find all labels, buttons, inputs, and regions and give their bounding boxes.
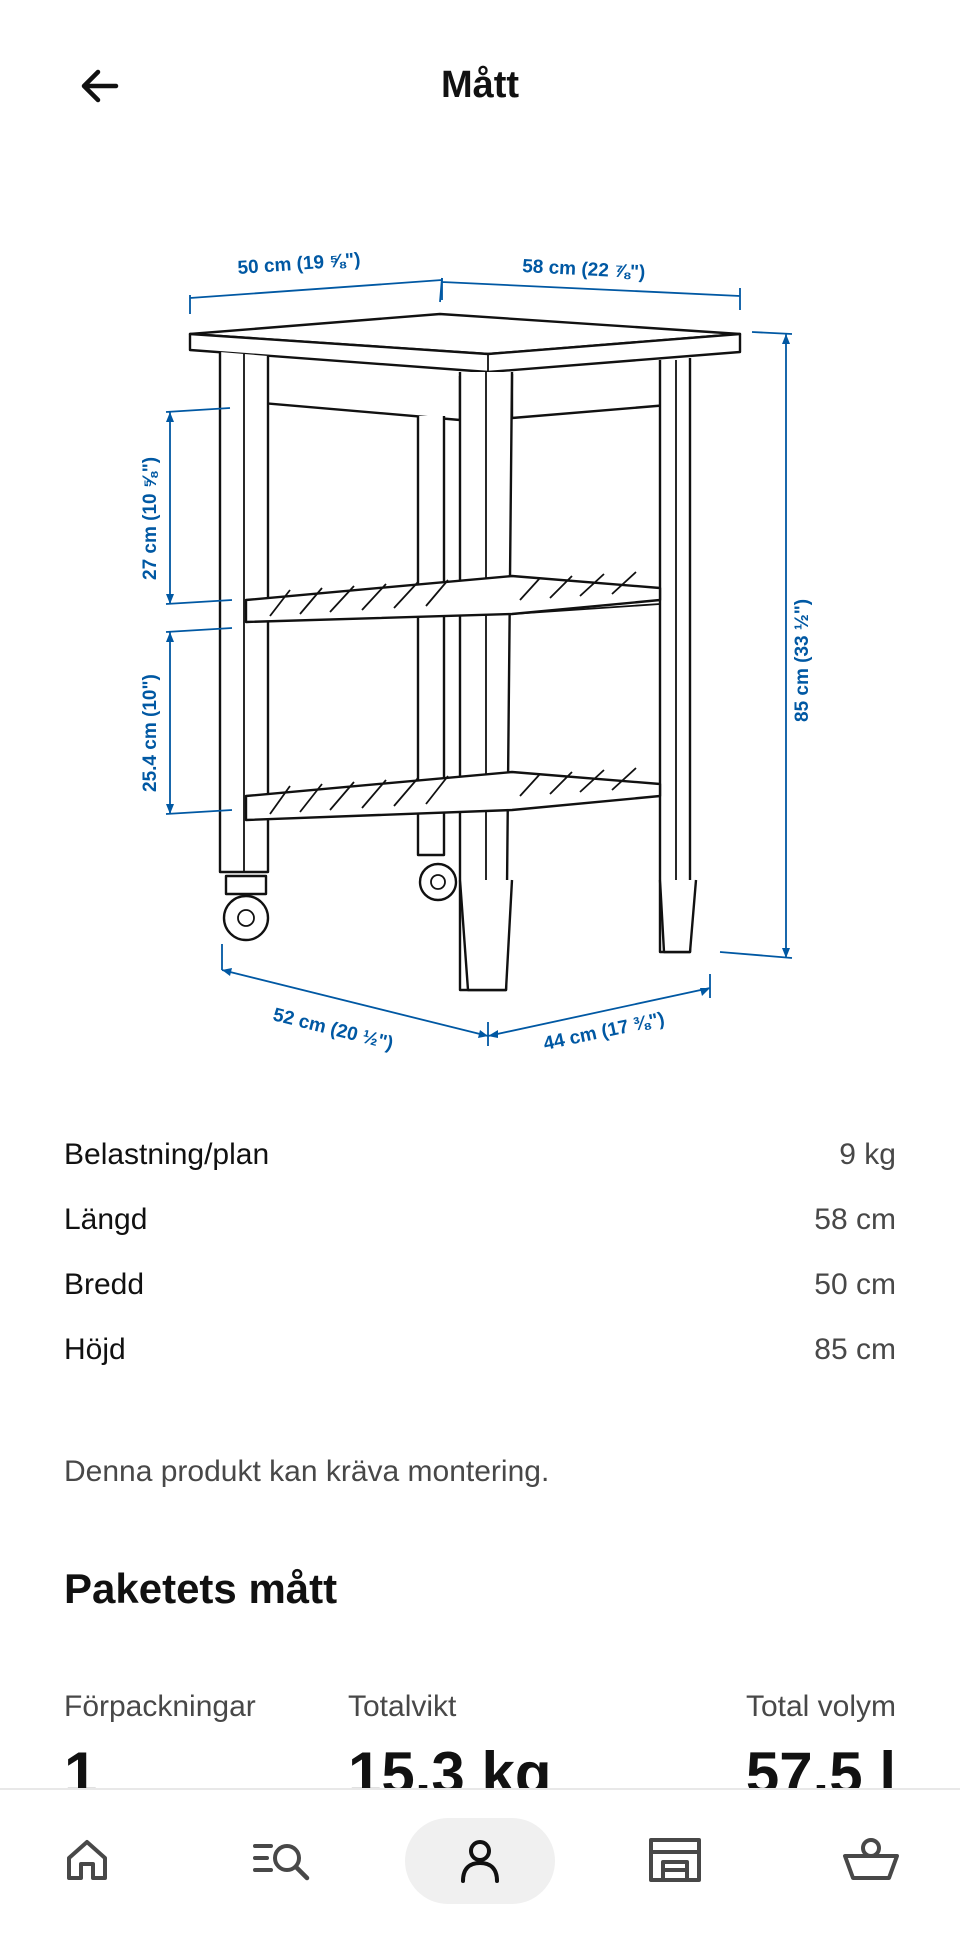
package-dimensions-heading: Paketets mått <box>64 1565 338 1612</box>
package-weight: Totalvikt 15.3 kg <box>348 1690 551 1790</box>
package-count-label: Förpackningar <box>64 1690 256 1723</box>
spec-value: 9 kg <box>839 1138 896 1171</box>
dim-height-total: 85 cm (33 ½") <box>792 599 813 722</box>
tab-store[interactable] <box>630 1820 720 1900</box>
dim-depth-top: 58 cm (22 ⅞") <box>522 256 646 283</box>
person-icon <box>461 1840 499 1883</box>
spec-label: Bredd <box>64 1268 145 1301</box>
tab-search[interactable] <box>238 1820 328 1900</box>
package-weight-label: Totalvikt <box>348 1690 457 1723</box>
product-dimensions-diagram: 50 cm (19 ⅝") 58 cm (22 ⅞") 27 cm (10 ⅝"… <box>140 249 813 1055</box>
top-bar: Mått <box>0 0 960 170</box>
tab-cart[interactable] <box>826 1820 916 1900</box>
dim-shelf-gap-upper: 27 cm (10 ⅝") <box>140 457 161 580</box>
spec-row: Bredd 50 cm <box>64 1268 896 1333</box>
spec-row: Höjd 85 cm <box>64 1333 896 1398</box>
spec-label: Belastning/plan <box>64 1138 270 1171</box>
home-icon <box>67 1840 107 1880</box>
bottom-navigation <box>0 1788 960 1936</box>
package-summary: Förpackningar 1 Totalvikt 15.3 kg Total … <box>64 1690 896 1790</box>
spec-row: Belastning/plan 9 kg <box>64 1138 896 1203</box>
tab-home[interactable] <box>42 1820 132 1900</box>
basket-icon <box>843 1838 899 1880</box>
tab-account[interactable] <box>405 1818 555 1904</box>
package-volume: Total volym 57.5 l <box>746 1690 896 1790</box>
arrow-left-icon <box>81 69 119 103</box>
package-weight-value: 15.3 kg <box>348 1740 552 1791</box>
page-title: Mått <box>440 64 520 106</box>
package-count-value: 1 <box>64 1740 98 1791</box>
store-icon <box>649 1838 701 1882</box>
back-button[interactable] <box>72 56 144 116</box>
package-volume-label: Total volym <box>745 1690 896 1723</box>
assembly-note: Denna produkt kan kräva montering. <box>64 1455 550 1488</box>
spec-label: Längd <box>64 1203 148 1236</box>
dimension-specs-list: Belastning/plan 9 kg Längd 58 cm Bredd 5… <box>64 1138 896 1398</box>
spec-row: Längd 58 cm <box>64 1203 896 1268</box>
dim-depth-bottom: 44 cm (17 ⅜") <box>542 1009 667 1055</box>
spec-value: 85 cm <box>814 1333 896 1366</box>
package-volume-value: 57.5 l <box>745 1740 896 1791</box>
dim-width-bottom: 52 cm (20 ½") <box>271 1004 396 1054</box>
dim-shelf-gap-lower: 25.4 cm (10") <box>140 674 161 792</box>
spec-value: 50 cm <box>814 1268 896 1301</box>
dim-width-top: 50 cm (19 ⅝") <box>237 249 361 279</box>
search-icon <box>253 1844 310 1881</box>
package-count: Förpackningar 1 <box>64 1690 256 1790</box>
spec-label: Höjd <box>64 1333 126 1366</box>
spec-value: 58 cm <box>814 1203 896 1236</box>
